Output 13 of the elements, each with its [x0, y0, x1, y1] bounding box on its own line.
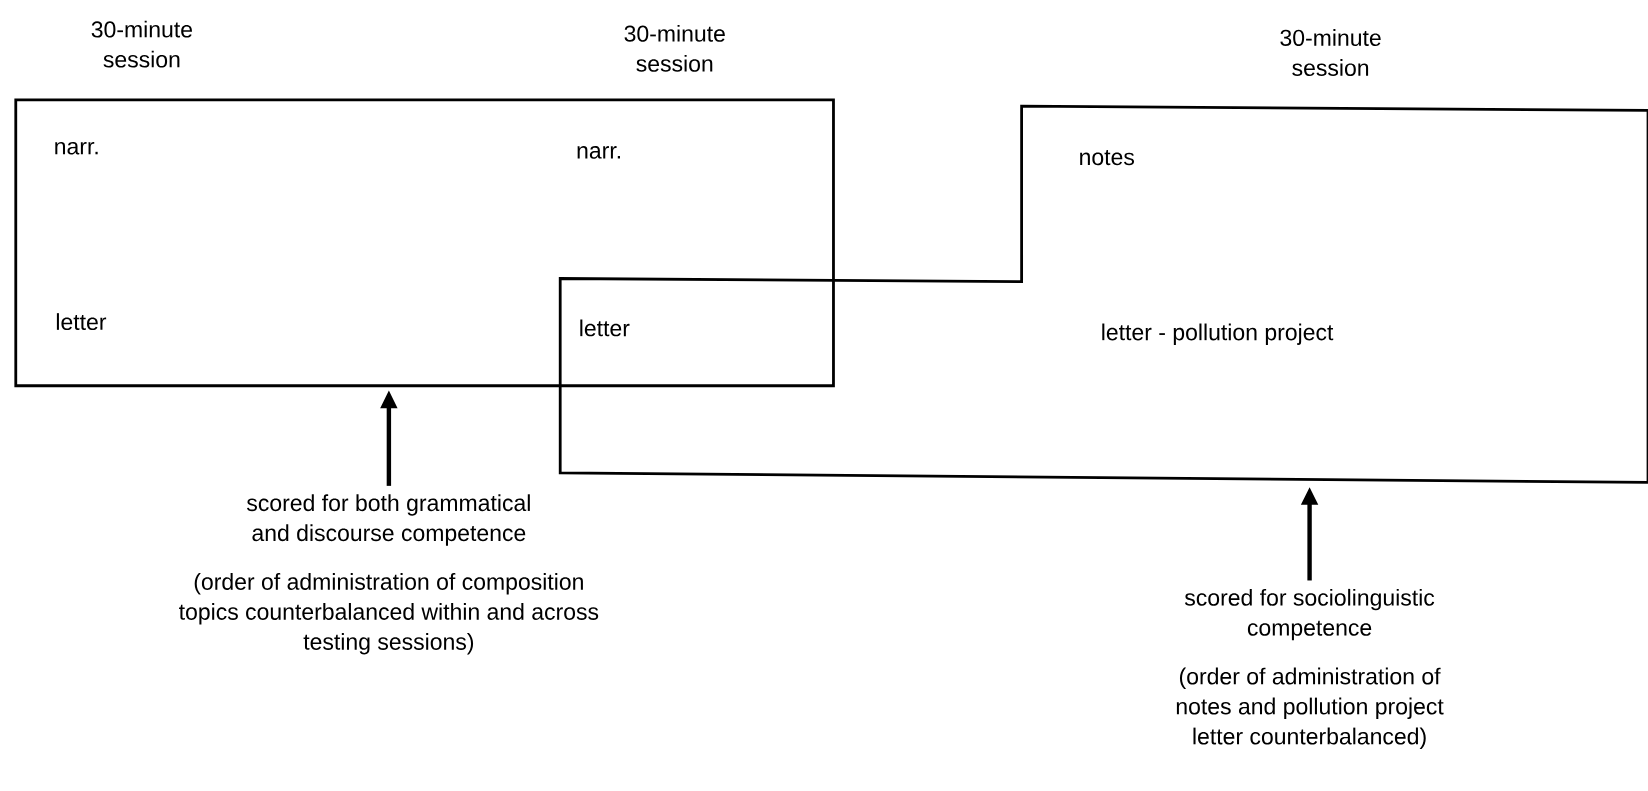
annotation-text: scored for sociolinguistic competence (order of administration of notes and pollution project letter counterbalanced) — [1176, 588, 1444, 749]
item-label: letter — [56, 312, 107, 330]
item-label: letter — [580, 319, 630, 337]
grouping-box — [14, 98, 835, 387]
annotation-text: scored for both grammatical and discourse competence (order of administration of composition topics counterbalanced within and across testing sessions) — [179, 494, 599, 655]
session-label: 30-minute session — [1280, 28, 1381, 76]
item-label: narr. — [55, 141, 98, 155]
session-label: 30-minute session — [91, 20, 192, 68]
grouping-outline — [558, 104, 1648, 484]
session-label: 30-minute session — [624, 24, 725, 72]
item-label: letter - pollution project — [1102, 323, 1334, 345]
item-label: narr. — [577, 145, 620, 159]
item-label: notes — [1080, 149, 1135, 165]
